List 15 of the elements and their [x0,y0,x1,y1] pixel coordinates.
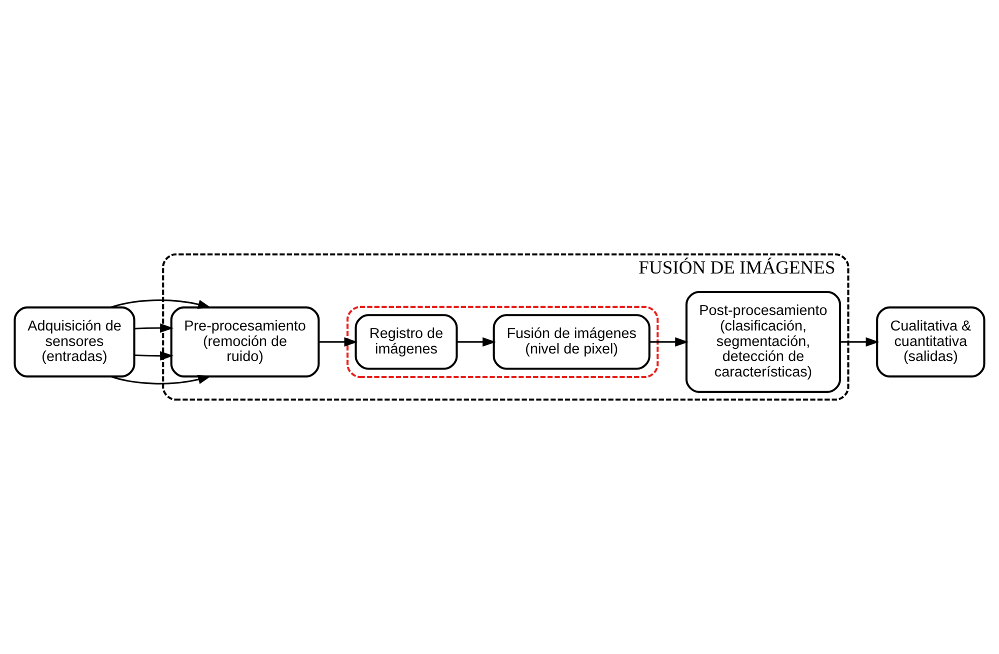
arrow [110,299,212,309]
node-box: Fusión de imágenes (nivel de pixel) [492,314,650,370]
node-box: Registro de imágenes [354,314,458,370]
arrow [134,323,174,333]
arrow [134,351,174,361]
arrow [110,374,212,384]
arrow [457,337,496,347]
cluster [346,306,659,378]
node-box: Adquisición de sensores (entradas) [14,306,136,378]
node-box: Pre-procesamiento (remoción de ruido) [170,306,320,378]
arrow [319,337,358,347]
node-box: Cualitativa & cuantitativa (salidas) [876,306,986,378]
node-box: Post-procesamiento (clasificación, segmentación, detección de características) [685,290,842,393]
arrow [840,337,880,347]
arrow [649,337,689,347]
